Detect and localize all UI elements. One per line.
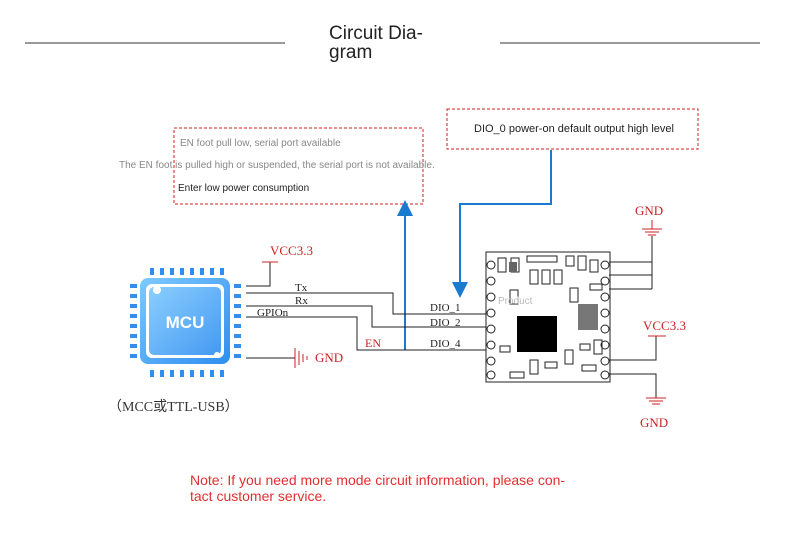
page-title-line1: Circuit Dia-	[329, 23, 423, 44]
footer-note-line1: Note: If you need more mode circuit info…	[190, 472, 565, 488]
dio2-label: DIO_2	[430, 317, 461, 329]
module-ground-top-icon	[642, 220, 662, 236]
module-watermark: Product	[498, 296, 533, 307]
mcu-pin1-dot	[153, 286, 161, 294]
pin-gpio-label: GPIOn	[257, 307, 289, 319]
module-chip-small	[509, 262, 517, 272]
module-components	[497, 255, 603, 379]
mcu-wires	[246, 262, 490, 359]
module-castellations	[486, 260, 610, 380]
footer-note-line2: tact customer service.	[190, 488, 326, 504]
module-chip-main	[517, 316, 557, 352]
mcu-ground-icon	[294, 348, 308, 368]
mcu-corner-dot	[214, 352, 220, 358]
en-note-box	[173, 127, 424, 205]
mcu-label: MCU	[166, 313, 205, 332]
module-ground-bottom-icon	[646, 397, 666, 405]
en-note-line2: The EN foot is pulled high or suspended,…	[119, 160, 435, 171]
dio0-note-text: DIO_0 power-on default output high level	[474, 123, 674, 135]
dio4-label: DIO_4	[430, 338, 461, 350]
pin-rx-label: Rx	[295, 295, 308, 307]
dio0-arrow	[452, 150, 552, 298]
module-gnd-bottom-label: GND	[640, 415, 668, 430]
pin-tx-label: Tx	[295, 282, 308, 294]
mcu-body-face	[149, 287, 221, 355]
en-note-line3: Enter low power consumption	[178, 183, 309, 194]
mcu-chip: MCU	[130, 268, 241, 377]
mcu-pins	[130, 268, 241, 377]
mcu-vcc-label: VCC3.3	[270, 243, 313, 258]
mcu-caption: （MCC或TTL-USB）	[108, 399, 239, 415]
module-vcc-label: VCC3.3	[643, 318, 686, 333]
dio1-label: DIO_1	[430, 302, 461, 314]
page-title-line2: gram	[329, 42, 372, 63]
module-chip-grey	[578, 304, 598, 330]
dio0-note-box	[446, 108, 699, 150]
pin-en-label: EN	[365, 336, 381, 350]
mcu-gnd-label: GND	[315, 350, 343, 365]
en-note-line1: EN foot pull low, serial port available	[180, 138, 341, 149]
module-right-wires	[609, 236, 657, 398]
module-gnd-top-label: GND	[635, 203, 663, 218]
module-chip: Product	[485, 251, 611, 383]
